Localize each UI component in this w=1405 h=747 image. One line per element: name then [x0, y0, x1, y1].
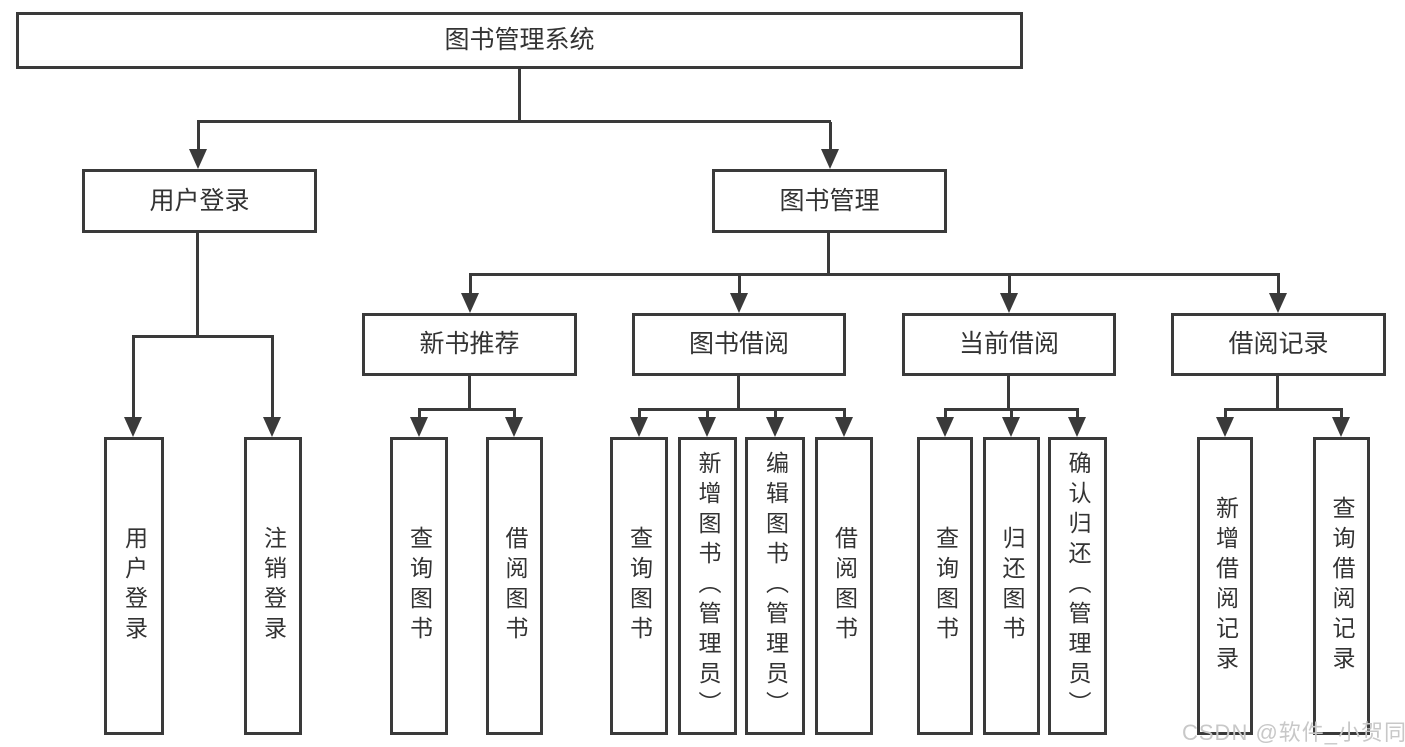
node-new-book-recommend: 新书推荐 — [362, 313, 577, 376]
arrow-to-leaf-query-borrow-record — [1331, 410, 1351, 437]
arrow-to-book-borrowing — [729, 275, 749, 313]
arrow-to-leaf-borrow-books-1 — [504, 410, 524, 437]
leaf-add-books-admin: 新增图书（管理员） — [678, 437, 737, 735]
leaf-query-books-1: 查询图书 — [390, 437, 448, 735]
leaf-add-borrow-record: 新增借阅记录 — [1197, 437, 1253, 735]
leaf-edit-books-admin: 编辑图书（管理员） — [745, 437, 805, 735]
node-label: 图书借阅 — [688, 330, 789, 358]
node-label: 借阅记录 — [1228, 330, 1329, 358]
connector-level1-branch — [197, 120, 831, 123]
leaf-borrow-books-1: 借阅图书 — [486, 437, 543, 735]
node-label: 查询图书 — [406, 526, 433, 646]
arrow-to-leaf-add-books — [697, 410, 717, 437]
arrow-to-leaf-confirm-return — [1067, 410, 1087, 437]
node-label: 图书管理 — [779, 186, 880, 215]
connector-group2-branch — [638, 408, 846, 411]
connector-book-mgmt-stub — [827, 233, 830, 275]
arrow-to-leaf-edit-books — [765, 410, 785, 437]
arrow-to-leaf-add-borrow-record — [1215, 410, 1235, 437]
connector-group4-branch — [1224, 408, 1343, 411]
node-label: 新增图书（管理员） — [695, 451, 721, 721]
arrow-to-leaf-query-books-3 — [935, 410, 955, 437]
arrow-to-leaf-user-login — [123, 337, 143, 437]
arrow-to-leaf-query-books-1 — [409, 410, 429, 437]
node-label: 借阅图书 — [502, 526, 528, 646]
leaf-query-borrow-record: 查询借阅记录 — [1313, 437, 1370, 735]
arrow-to-new-book-recommend — [460, 275, 480, 313]
arrow-to-current-borrowing — [999, 275, 1019, 313]
arrow-to-borrowing-records — [1268, 275, 1288, 313]
connector-group1-branch — [418, 408, 516, 411]
node-book-management: 图书管理 — [712, 169, 947, 233]
node-user-login-branch: 用户登录 — [82, 169, 317, 233]
connector-group3-stub — [1007, 376, 1010, 410]
node-borrowing-records: 借阅记录 — [1171, 313, 1386, 376]
csdn-watermark: CSDN @软件_小贺同学 — [1182, 720, 1405, 745]
connector-user-login-stub — [196, 233, 199, 337]
node-label: 新书推荐 — [419, 330, 520, 358]
connector-root-stub — [518, 69, 521, 120]
leaf-return-books: 归还图书 — [983, 437, 1040, 735]
node-label: 用户登录 — [149, 186, 250, 215]
leaf-query-books-2: 查询图书 — [610, 437, 668, 735]
node-label: 确认归还（管理员） — [1065, 451, 1091, 721]
node-label: 当前借阅 — [958, 330, 1059, 358]
connector-group2-stub — [737, 376, 740, 410]
connector-user-login-branch — [132, 335, 274, 338]
node-label: 注销登录 — [260, 526, 287, 646]
leaf-borrow-books-2: 借阅图书 — [815, 437, 873, 735]
leaf-confirm-return-admin: 确认归还（管理员） — [1048, 437, 1107, 735]
node-label: 编辑图书（管理员） — [762, 451, 789, 721]
connector-group3-branch — [944, 408, 1079, 411]
node-label: 图书管理系统 — [444, 26, 595, 54]
node-label: 新增借阅记录 — [1212, 496, 1239, 676]
node-label: 归还图书 — [999, 526, 1025, 646]
arrow-to-user-login-branch — [188, 122, 208, 169]
node-root: 图书管理系统 — [16, 12, 1023, 69]
leaf-logout: 注销登录 — [244, 437, 302, 735]
arrow-to-book-management — [820, 122, 840, 169]
node-book-borrowing: 图书借阅 — [632, 313, 846, 376]
arrow-to-leaf-return-books — [1001, 410, 1021, 437]
connector-level2-branch — [469, 273, 1280, 276]
node-label: 查询图书 — [932, 526, 959, 646]
node-label: 查询图书 — [626, 526, 653, 646]
node-label: 借阅图书 — [831, 526, 858, 646]
leaf-query-books-3: 查询图书 — [917, 437, 973, 735]
node-current-borrowing: 当前借阅 — [902, 313, 1116, 376]
connector-group1-stub — [468, 376, 471, 410]
node-label: 用户登录 — [121, 526, 148, 646]
node-label: 查询借阅记录 — [1329, 496, 1355, 676]
arrow-to-leaf-borrow-books-2 — [834, 410, 854, 437]
leaf-user-login: 用户登录 — [104, 437, 164, 735]
arrow-to-leaf-query-books-2 — [629, 410, 649, 437]
arrow-to-leaf-logout — [262, 337, 282, 437]
connector-group4-stub — [1276, 376, 1279, 410]
